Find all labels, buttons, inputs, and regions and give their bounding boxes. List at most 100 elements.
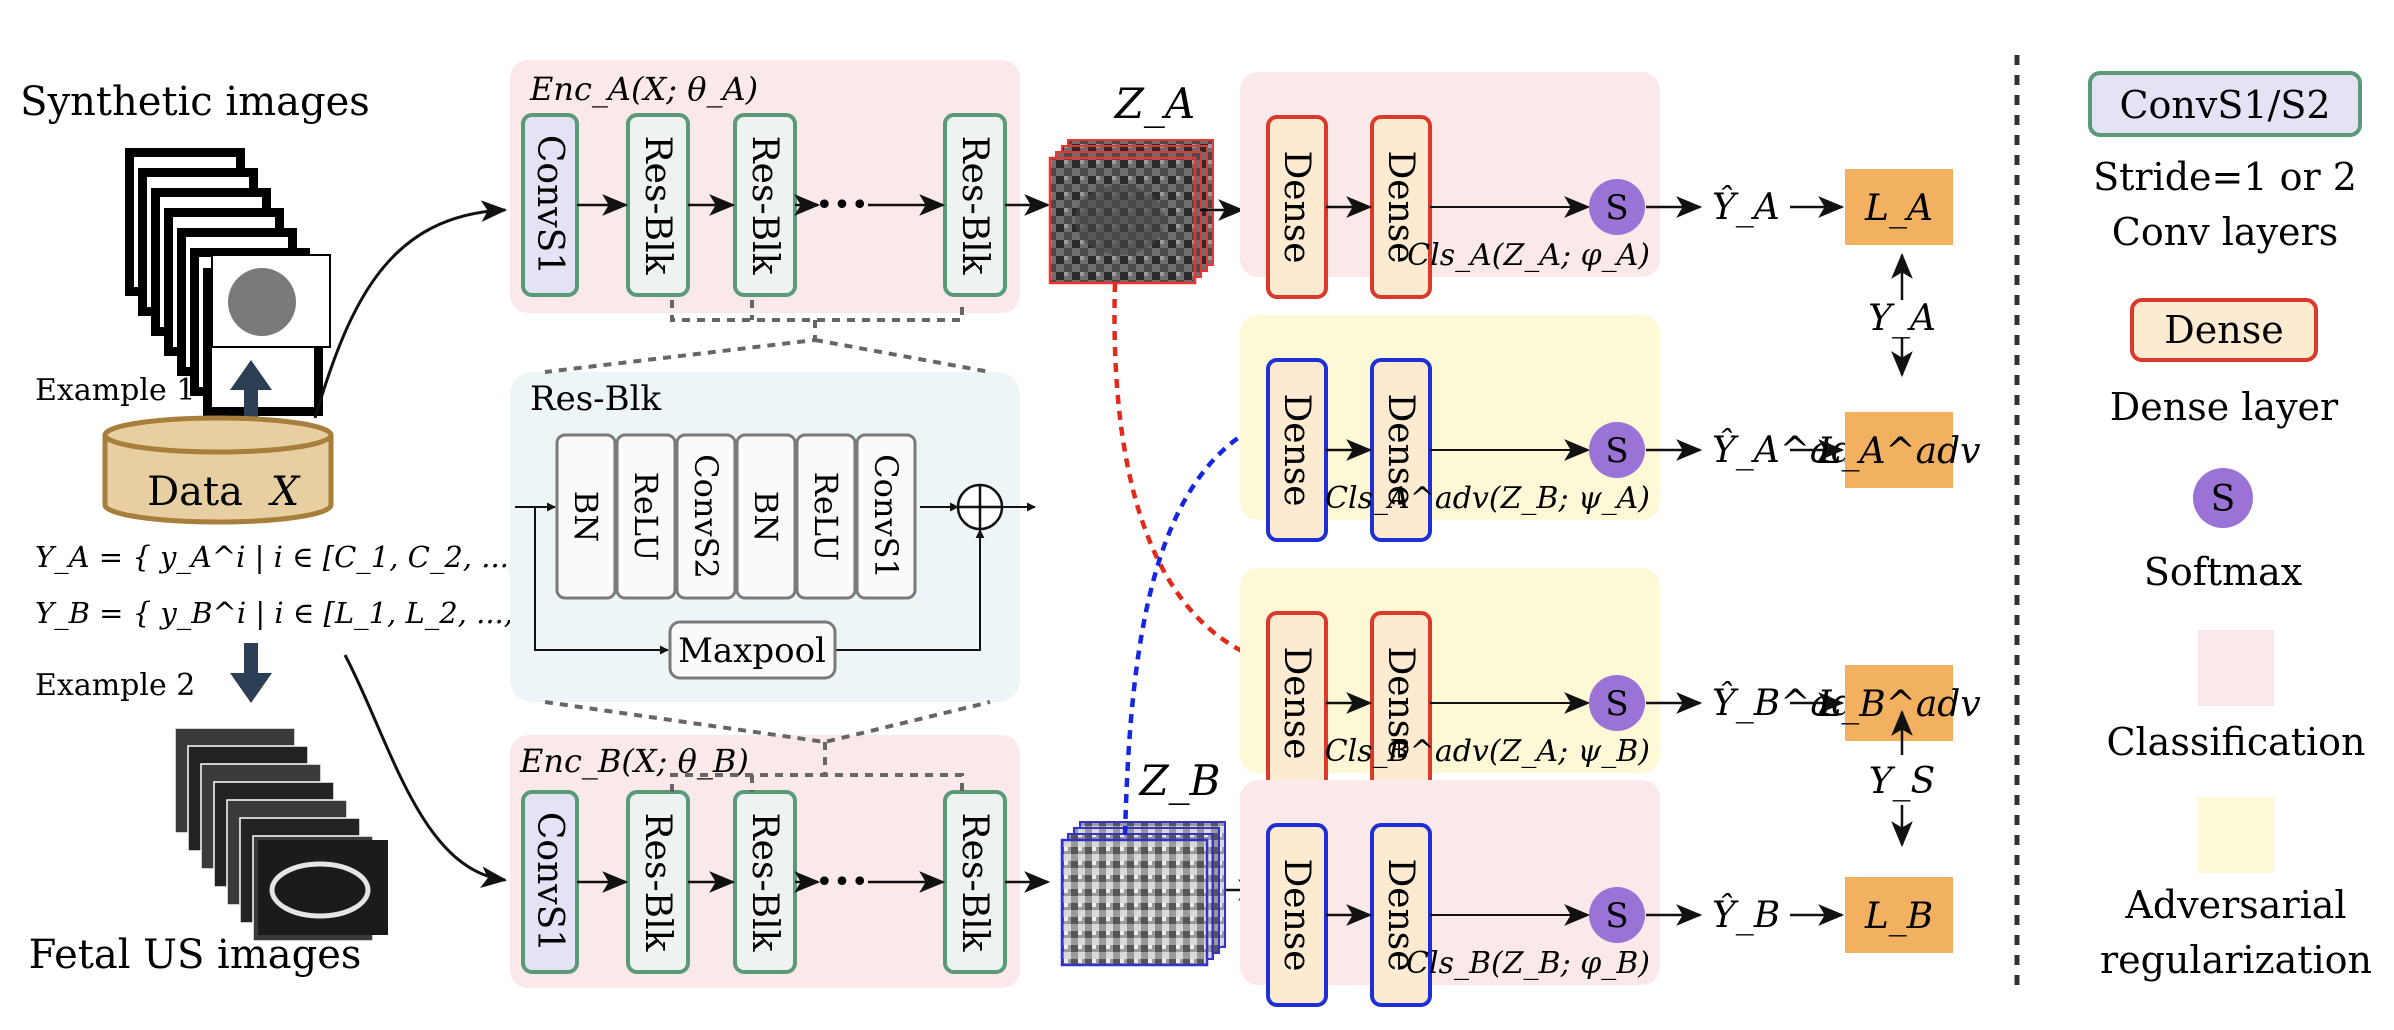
legend-classification-swatch: [2198, 630, 2274, 706]
up-arrow-icon: [230, 360, 272, 420]
legend-dense-swatch: [2130, 298, 2318, 362]
resblk-layer-3-label: ConvS2: [687, 454, 725, 579]
legend-conv-desc-1: Stride=1 or 2: [2093, 155, 2357, 199]
cls-b-adv-panel: [1240, 568, 1660, 773]
enc-b-conv-label: ConvS1: [529, 812, 570, 952]
enc-b-resblk-1-label: Res-Blk: [637, 813, 678, 953]
resblk-layer-1-label: BN: [567, 491, 605, 543]
fetal-images-title: Fetal US images: [29, 932, 362, 978]
maxpool-box: [668, 620, 837, 680]
enc-a-resblk-1-label: Res-Blk: [637, 136, 678, 276]
cls-a-loss-label: L_A: [1864, 188, 1933, 229]
cls-b-prediction: Ŷ_B: [1712, 894, 1780, 936]
legend: ConvS1/S2 Stride=1 or 2 Conv layers Dens…: [2088, 71, 2372, 982]
zb-to-cls-a-adv-arrow: [1122, 417, 1272, 836]
cls-b-adv-softmax-symbol: S: [1605, 684, 1628, 724]
latent-za-volume: [1048, 139, 1214, 285]
arrow-data-to-enc-a: [313, 200, 508, 419]
cls-a-panel: [1240, 72, 1660, 277]
ys-target-label: Y_S: [1869, 761, 1935, 802]
cls-b-loss-label: L_B: [1864, 896, 1933, 937]
resblk-layer-3: [675, 433, 737, 600]
cls-a-adv-loss-label: L_A^adv: [1817, 431, 1981, 472]
cls-b-softmax-icon: [1589, 887, 1645, 943]
arrow-data-to-enc-b: [343, 654, 508, 888]
synthetic-image-stack: [125, 148, 331, 416]
down-arrow-icon: [230, 643, 272, 703]
cls-a-function-label: Cls_A(Z_A; φ_A): [1407, 238, 1650, 273]
cls-b-adv-softmax-icon: [1589, 675, 1645, 731]
cls-b-adv-function-label: Cls_B^adv(Z_A; ψ_B): [1325, 734, 1650, 769]
cls-a-dense-1-label: Dense: [1276, 150, 1317, 263]
cls-b-softmax-symbol: S: [1605, 896, 1628, 936]
encoder-b-title: Enc_B(X; θ_B): [519, 742, 749, 780]
legend-dense-label: Dense: [2164, 308, 2283, 352]
cls-a-dense-2-label: Dense: [1380, 150, 1421, 263]
enc-a-dots: •••: [815, 188, 868, 223]
sum-icon: [956, 483, 1004, 531]
legend-dense-desc: Dense layer: [2110, 385, 2339, 429]
latent-zb-volume: [1060, 821, 1226, 967]
resblk-layer-6-label: ConvS1: [867, 454, 905, 579]
resblk-layer-4-label: BN: [747, 491, 785, 543]
enc-b-resblk-3-label: Res-Blk: [954, 813, 995, 953]
enc-a-resblk-3-label: Res-Blk: [954, 136, 995, 276]
enc-b-resblk-2-label: Res-Blk: [744, 813, 785, 953]
enc-a-resblk-2-label: Res-Blk: [744, 136, 785, 276]
encoder-b-blocks: ConvS1 Res-Blk Res-Blk ••• Res-Blk: [521, 790, 1051, 974]
cls-a-adv-dense-2-label: Dense: [1380, 393, 1421, 506]
data-cylinder: Data X: [102, 415, 334, 525]
cls-b-adv-dense-2-label: Dense: [1380, 646, 1421, 759]
legend-softmax-desc: Softmax: [2144, 550, 2302, 594]
latent-zb-label: Z_B: [1137, 756, 1220, 805]
cls-b-adv-dense-1-label: Dense: [1276, 646, 1317, 759]
cls-a-softmax-icon: [1589, 179, 1645, 235]
cls-a-adv-softmax-symbol: S: [1605, 431, 1628, 471]
legend-classification-desc: Classification: [2106, 720, 2365, 764]
legend-conv-desc-2: Conv layers: [2112, 210, 2338, 254]
resblk-layer-4: [735, 433, 797, 600]
legend-adversarial-swatch: [2198, 797, 2274, 873]
encoder-a-blocks: ConvS1 Res-Blk Res-Blk ••• Res-Blk: [521, 113, 1051, 297]
zoom-connectors: [544, 300, 991, 792]
example-1-label: Example 1: [35, 373, 195, 408]
resblk-detail-title: Res-Blk: [530, 379, 662, 419]
resblk-layer-6: [855, 433, 917, 600]
cls-b-dense-2-label: Dense: [1380, 858, 1421, 971]
ya-target-label: Y_A: [1868, 298, 1936, 339]
example-2-label: Example 2: [35, 668, 195, 703]
cls-a-adv-loss-box: [1845, 412, 1953, 488]
cls-b-loss-box: [1845, 877, 1953, 953]
latent-za-label: Z_A: [1113, 79, 1196, 128]
legend-adversarial-desc-1: Adversarial: [2124, 883, 2346, 927]
cls-b-adv-loss-label: L_B^adv: [1816, 684, 1980, 725]
cls-a-adv-function-label: Cls_A^adv(Z_B; ψ_A): [1325, 481, 1650, 516]
cls-a-loss-box: [1845, 169, 1953, 245]
cls-b-panel: [1240, 780, 1660, 985]
data-label: Data: [147, 469, 243, 515]
legend-softmax-icon: [2193, 468, 2253, 528]
fetal-image-stack: [174, 727, 388, 942]
legend-adversarial-desc-2: regularization: [2100, 938, 2372, 982]
legend-conv-label: ConvS1/S2: [2119, 83, 2330, 127]
synthetic-images-title: Synthetic images: [20, 79, 370, 125]
enc-b-dots: •••: [815, 865, 868, 900]
enc-a-conv-label: ConvS1: [529, 135, 570, 275]
maxpool-label: Maxpool: [678, 631, 826, 671]
za-to-cls-b-adv-arrow: [1112, 282, 1271, 665]
legend-conv-swatch: [2088, 71, 2362, 137]
encoder-a-title: Enc_A(X; θ_A): [529, 70, 758, 108]
resblk-layer-5: [795, 433, 857, 600]
resblk-layer-1: [555, 433, 617, 600]
resblk-layer-5-label: ReLU: [807, 472, 845, 562]
cls-a-adv-panel: [1240, 315, 1660, 520]
cls-a-adv-dense-1-label: Dense: [1276, 393, 1317, 506]
cls-a-adv-softmax-icon: [1589, 422, 1645, 478]
resblk-layer-2: [615, 433, 677, 600]
